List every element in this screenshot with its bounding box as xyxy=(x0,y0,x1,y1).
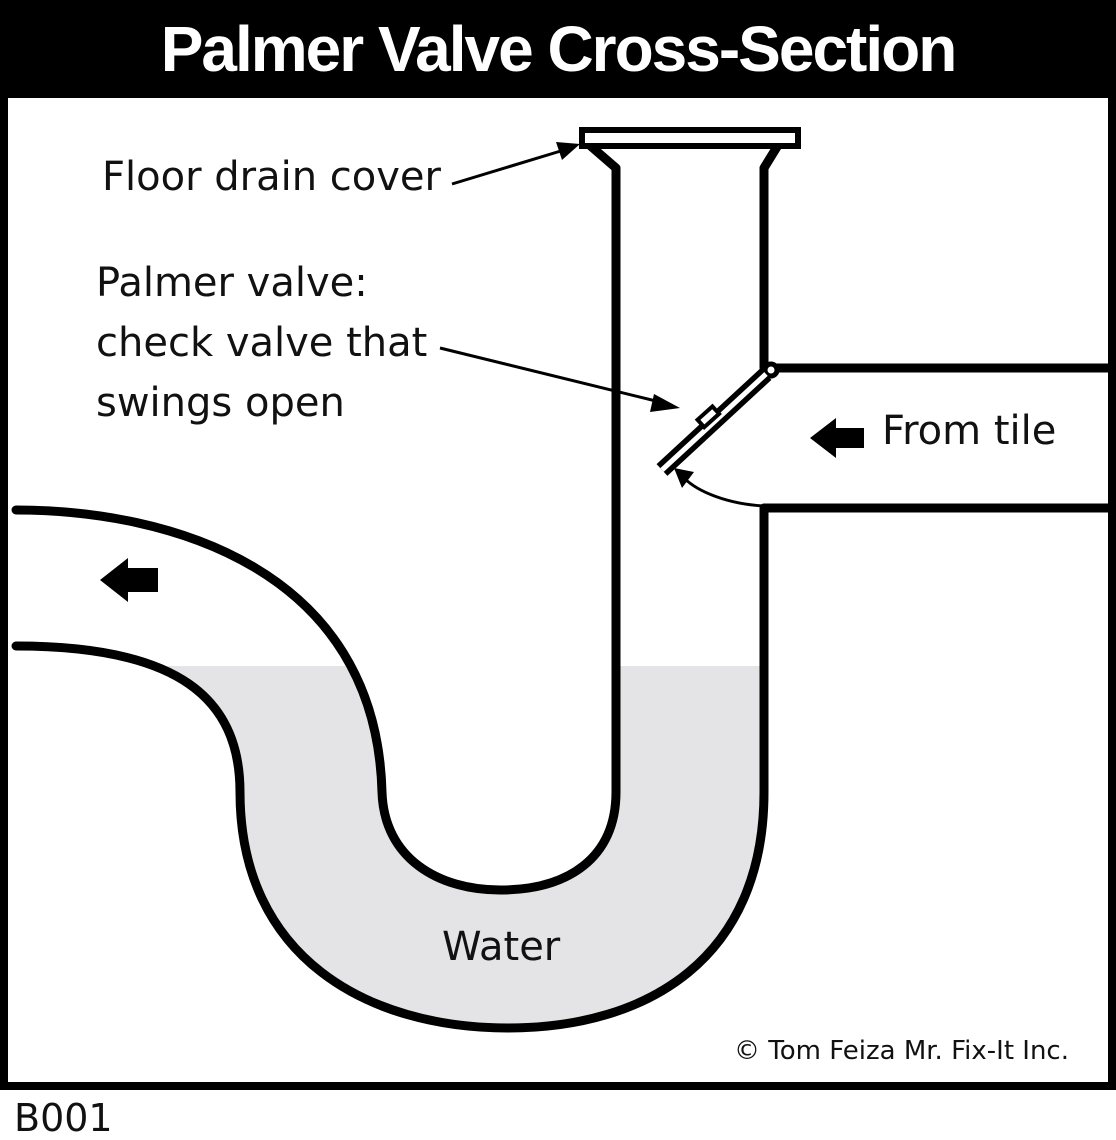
label-palmer-valve-3: swings open xyxy=(96,380,345,426)
outflow-arrow-icon xyxy=(100,558,158,602)
leader-floor-drain-cover xyxy=(451,142,580,186)
leader-palmer-valve xyxy=(439,346,680,412)
diagram-frame: Palmer Valve Cross-Section xyxy=(0,0,1116,1090)
copyright-text: © Tom Feiza Mr. Fix-It Inc. xyxy=(734,1036,1069,1066)
diagram-title: Palmer Valve Cross-Section xyxy=(160,13,958,85)
water-fill xyxy=(8,666,1108,1028)
figure-code: B001 xyxy=(14,1096,113,1140)
from-tile-arrow-icon xyxy=(810,418,864,458)
palmer-valve-flap xyxy=(656,361,780,476)
label-floor-drain-cover: Floor drain cover xyxy=(102,154,441,200)
trap-outer-wall xyxy=(11,137,621,895)
label-from-tile: From tile xyxy=(882,408,1057,454)
label-palmer-valve-2: check valve that xyxy=(96,320,428,366)
floor-drain-cover xyxy=(579,127,801,149)
riser-right-wall xyxy=(759,137,1108,373)
flow-curve-arrow xyxy=(674,468,765,508)
diagram-panel: Floor drain cover Palmer valve: check va… xyxy=(8,98,1108,1082)
trap-inner-wall xyxy=(11,503,1108,1033)
label-palmer-valve-1: Palmer valve: xyxy=(96,260,368,306)
trap-illustration xyxy=(8,127,1108,1033)
label-water: Water xyxy=(442,924,561,970)
